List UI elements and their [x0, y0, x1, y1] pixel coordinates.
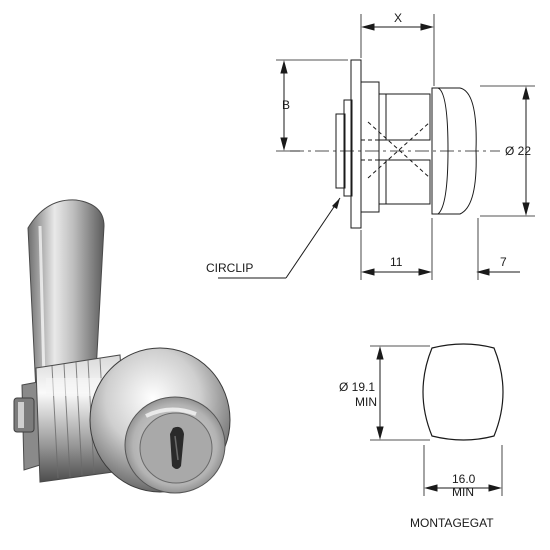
head-outline: [431, 87, 477, 215]
hole-dimension-lines: [376, 346, 502, 492]
head-curve: [437, 87, 449, 215]
dim-x-label: X: [394, 11, 403, 25]
hex-nut: [360, 81, 380, 213]
hole-outline: [422, 343, 504, 441]
circlip-label: CIRCLIP: [206, 261, 254, 275]
hole-diameter-label: Ø 19.1: [339, 380, 376, 394]
hole-width-min-label: MIN: [452, 485, 474, 499]
dim-diameter-label: Ø 22: [505, 144, 532, 158]
nut: [13, 397, 35, 433]
extension-lines: [276, 14, 535, 280]
dimension-lines: [280, 23, 530, 276]
circlip-leader: [218, 197, 341, 279]
hidden-lines: [361, 121, 431, 179]
mounting-hole-caption: MONTAGEGAT: [410, 516, 494, 530]
dim-7-label: 7: [500, 255, 507, 269]
dim-11-label: 11: [390, 255, 403, 269]
lock-head: [89, 347, 231, 494]
hole-extension-lines: [370, 345, 503, 496]
washer: [343, 99, 353, 197]
keyway: [170, 426, 184, 469]
dim-b-label: B: [282, 98, 291, 112]
hole-width-label: 16.0: [452, 472, 476, 486]
hole-diameter-min-label: MIN: [355, 395, 377, 409]
